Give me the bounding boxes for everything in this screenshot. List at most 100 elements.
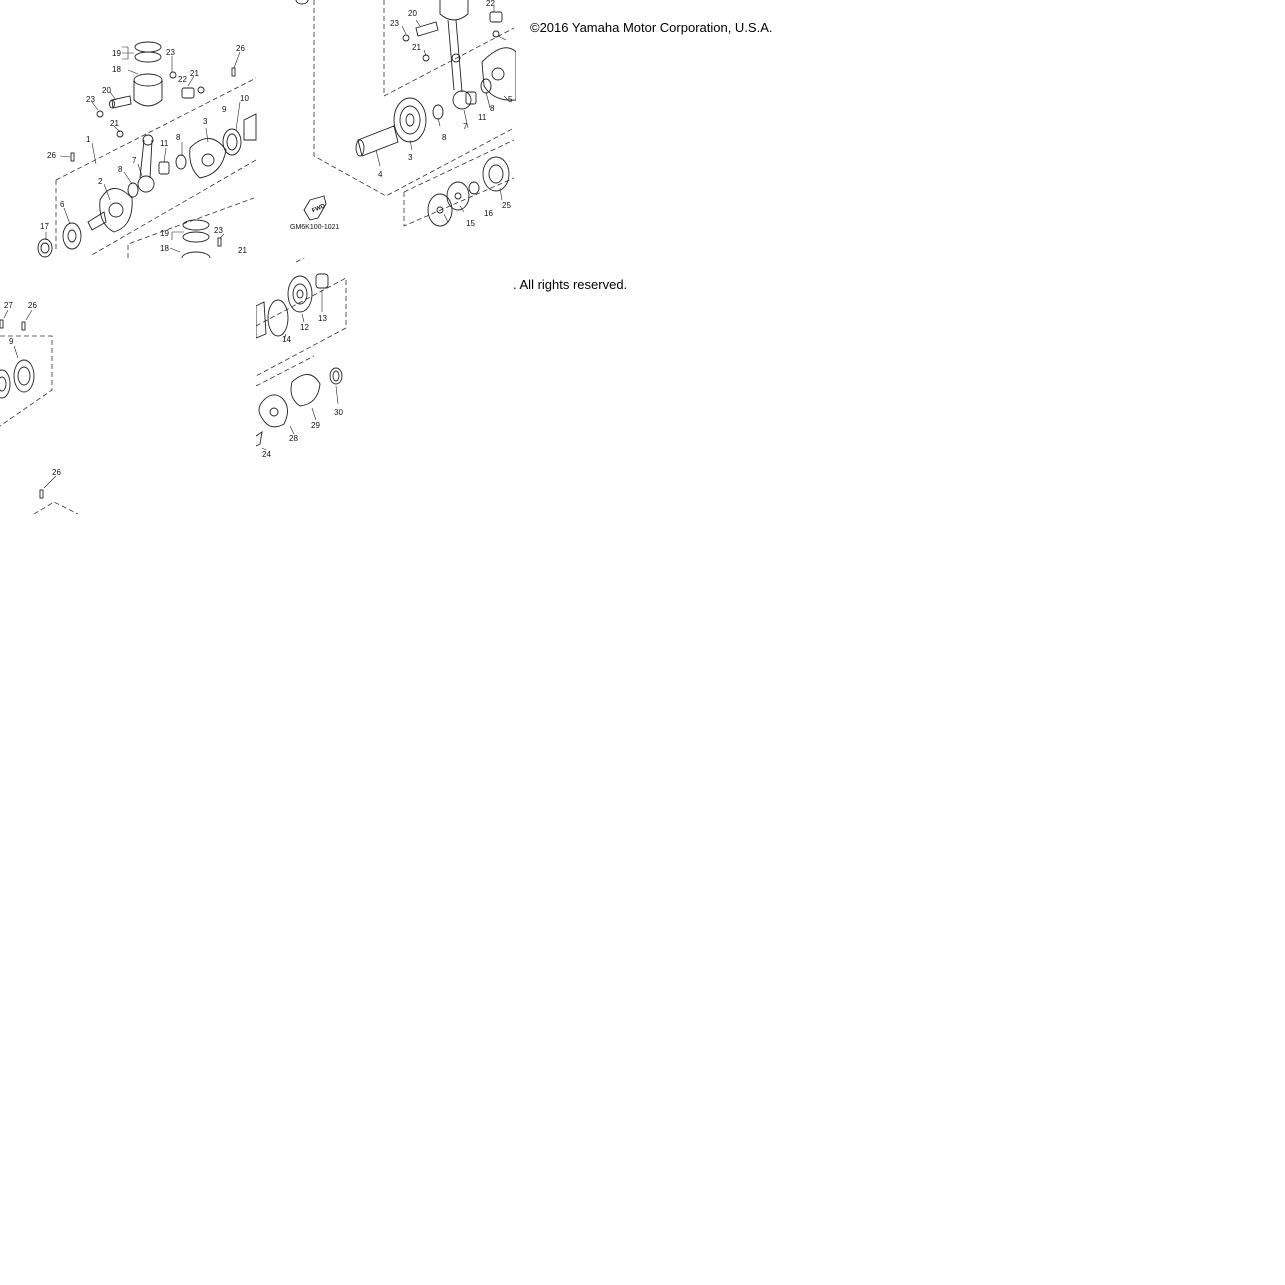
part-shape [0,369,11,399]
part-shape [0,319,4,329]
part-shape [393,97,427,143]
crankshaft-left-drawing: 19 23 26 18 21 22 20 23 21 1 8 11 3 9 10… [37,41,257,258]
part-shape [181,87,195,99]
part-shape [189,138,227,179]
part-shape [258,394,288,428]
part-shape [256,431,263,447]
part-shape [488,164,504,184]
part-shape [295,0,309,5]
part-number-label: 18 [160,244,169,253]
part-shape [422,54,430,62]
part-shape [357,125,399,157]
part-number-label: 7 [463,122,468,131]
part-number-label: 22 [486,0,495,8]
part-shape [99,188,133,233]
part-number-label: 21 [190,69,199,78]
part-shape [269,407,279,417]
part-shape [405,113,415,127]
pin-bottom-drawing: 26 [33,468,79,514]
part-number-label: 24 [262,450,271,459]
part-shape [137,175,155,193]
part-number-label: 6 [60,200,65,209]
part-shape [133,80,163,107]
part-shape [109,99,115,109]
part-number-label: 30 [334,408,343,417]
part-shape [465,91,477,105]
part-shape [134,51,162,63]
part-shape [39,489,44,499]
part-shape [482,156,510,192]
part-number-label: 11 [160,139,169,148]
part-number-label: 23 [86,95,95,104]
copyright-line-2: . All rights reserved. [513,277,628,292]
part-shape [226,133,238,151]
tile-bearing-left: 27 26 9 [0,296,56,436]
part-shape [256,301,267,339]
copyright-line-1: ©2016 Yamaha Motor Corporation, U.S.A. [530,20,773,35]
part-shape [427,193,453,227]
part-number-label: 26 [28,301,37,310]
part-shape [489,11,503,23]
crankshaft-right-drawing: 23 20 21 22 5 8 11 7 8 3 4 16 25 15 [295,0,516,228]
part-number-label: 26 [47,151,56,160]
part-number-label: 13 [318,314,327,323]
part-number-label: 2 [98,177,103,186]
part-shape [127,182,139,198]
part-number-label: 16 [484,209,493,218]
part-shape [332,370,340,382]
part-shape [62,222,82,250]
part-shape [21,321,26,331]
part-number-label: 10 [240,94,249,103]
tile-fwd-code: FWD GM6K100-1021 [258,180,388,240]
part-shape [181,251,211,258]
part-shape [197,86,205,94]
part-shape [480,78,492,94]
part-shape [142,134,154,146]
part-shape [329,367,343,385]
part-number-label: 8 [176,133,181,142]
part-number-label: 7 [132,156,137,165]
part-shape [70,152,75,162]
part-number-label: 23 [390,19,399,28]
coupling-drawing: 14 12 13 30 29 28 24 [256,258,347,459]
part-shape [108,202,124,218]
part-shape [468,181,480,195]
piston-shape [133,73,163,87]
part-shape [267,299,289,337]
part-number-label: 26 [52,468,61,477]
part-shape [201,153,215,167]
label: 19 [112,49,121,58]
part-number-label: 29 [311,421,320,430]
part-number-label: 27 [4,301,13,310]
part-shape [217,237,222,247]
part-number-label: 3 [203,117,208,126]
part-number-label: 20 [408,9,417,18]
part-shape [447,19,463,93]
part-number-label: 12 [300,323,309,332]
part-number-label: 8 [490,104,495,113]
diagram-code: GM6K100-1021 [290,224,340,231]
part-shape [96,110,104,118]
part-shape [67,229,77,243]
part-number-label: 21 [412,43,421,52]
part-number-label: 25 [502,201,511,210]
part-shape [87,211,107,231]
part-shape [182,219,210,231]
part-shape [296,289,304,299]
part-shape [222,128,242,156]
part-shape [182,231,210,243]
part-number-label: 26 [236,44,245,53]
fwd-drawing: FWD GM6K100-1021 [290,195,340,231]
part-number-label: 21 [110,119,119,128]
part-shape [402,34,410,42]
part-number-label: 15 [466,219,475,228]
part-number-label: 4 [378,170,383,179]
part-shape [439,0,469,21]
part-number-label: 8 [442,133,447,142]
tile-pin-bottom: 26 [0,464,80,514]
part-shape [231,67,236,77]
fwd-label: FWD [311,203,327,214]
part-shape [287,275,313,313]
part-shape [432,104,444,120]
part-shape [454,192,462,200]
